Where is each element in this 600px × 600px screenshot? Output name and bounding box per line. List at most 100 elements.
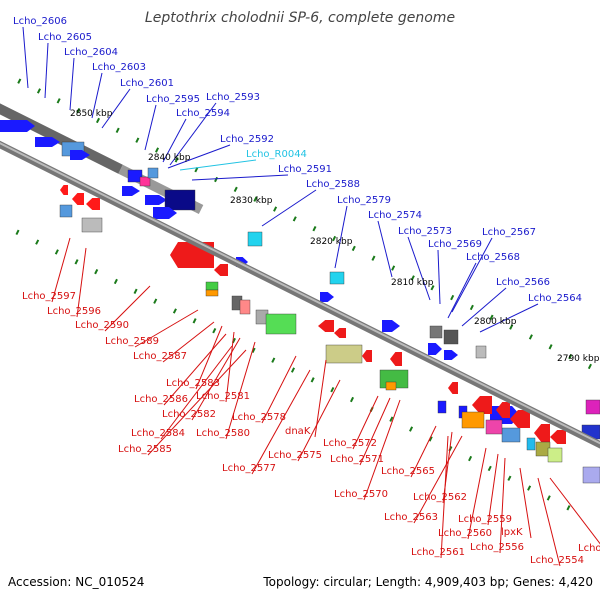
gene-feature (448, 382, 458, 394)
scale-tick (548, 344, 553, 350)
gene-label: Lcho_2601 (120, 78, 174, 89)
scale-tick (468, 455, 473, 462)
scale-tick (527, 485, 532, 491)
scale-tick (349, 396, 355, 403)
gene-feature (526, 437, 536, 451)
scale-tick (507, 475, 512, 481)
gene-feature (534, 424, 550, 442)
genome-stats-text: Topology: circular; Length: 4,909,403 bp… (262, 575, 593, 589)
gene-label: Lcho_2574 (368, 210, 422, 221)
scale-tick (35, 239, 40, 245)
gene-feature (86, 198, 100, 210)
gene-feature (318, 320, 334, 332)
gene-label: lpxK (501, 527, 523, 538)
leader-line (410, 425, 437, 478)
gene-label: Lcho_2579 (337, 195, 391, 206)
gene-label: Lcho_2581 (196, 391, 250, 402)
scale-tick (233, 186, 238, 193)
gene-label: Lcho_2604 (64, 47, 118, 58)
leader-line (413, 435, 463, 524)
scale-tick (428, 436, 433, 442)
gene-label: Lcho_2560 (438, 528, 492, 539)
leader-line (162, 321, 215, 363)
gene-feature (428, 343, 442, 355)
leader-line (134, 309, 199, 348)
leader-line (225, 341, 256, 440)
gene-label: Lcho_2559 (458, 514, 512, 525)
gene-label: Lcho_2592 (220, 134, 274, 145)
scale-tick (371, 255, 376, 261)
scale-tick (251, 347, 256, 354)
scale-tick (36, 88, 41, 94)
gene-label: Lcho_2572 (323, 438, 377, 449)
scale-tick (489, 314, 494, 320)
leader-lines (22, 26, 600, 567)
scale-tick (450, 294, 455, 301)
scale-tick (310, 377, 315, 383)
gene-feature (385, 381, 397, 391)
gene-label: Lcho_2565 (381, 466, 435, 477)
scale-tick (155, 147, 160, 153)
gene-label: Lcho_2587 (133, 351, 187, 362)
gene-label: Lcho_2571 (330, 454, 384, 465)
leader-line (407, 236, 431, 301)
leader-line (261, 189, 317, 227)
scale-tick (76, 107, 81, 114)
leader-line (167, 144, 231, 169)
gene-label: Lcho_2580 (196, 428, 250, 439)
gene-label: Lcho_2556 (470, 542, 524, 553)
leader-line (359, 397, 391, 466)
accession-text: Accession: NC_010524 (8, 575, 144, 589)
gene-label: Lcho_2605 (38, 32, 92, 43)
gene-feature (496, 402, 510, 418)
gene-label: Lcho_2575 (268, 450, 322, 461)
gene-feature (205, 281, 219, 291)
gene-label: Lcho_R0044 (246, 149, 307, 160)
leader-line (334, 205, 348, 269)
gene-label: Lcho_2553 (578, 543, 600, 554)
gene-feature (429, 325, 443, 339)
leader-line (363, 399, 401, 501)
gene-label: Lcho_2596 (47, 306, 101, 317)
leader-line (479, 303, 539, 333)
leader-line (169, 102, 217, 166)
leader-line (76, 247, 87, 318)
leader-line (179, 159, 257, 171)
scale-tick (290, 367, 295, 373)
gene-label: Lcho_2564 (528, 293, 582, 304)
gene-feature (214, 264, 228, 276)
gene-feature (585, 399, 600, 415)
scale-tick (410, 275, 415, 281)
gene-feature (122, 186, 140, 196)
gene-label: Lcho_2582 (162, 409, 216, 420)
leader-line (549, 477, 600, 545)
gene-label: Lcho_2586 (134, 394, 188, 405)
leader-line (251, 369, 311, 475)
gene-label: Lcho_2588 (306, 179, 360, 190)
gene-feature (72, 193, 84, 205)
gene-feature (60, 185, 68, 195)
gene-label: Lcho_2593 (206, 92, 260, 103)
gene-label: Lcho_2561 (411, 547, 465, 558)
leader-line (162, 118, 187, 163)
scale-tick (430, 285, 435, 291)
scale-tick (135, 137, 140, 143)
gene-feature (325, 344, 363, 364)
scale-label: 2800 kbp (474, 317, 517, 327)
gene-feature (582, 466, 600, 484)
gene-label: Lcho_2568 (466, 252, 520, 263)
gene-feature (164, 189, 196, 211)
scale-tick (587, 363, 592, 370)
scale-tick (351, 245, 356, 252)
leader-line (147, 349, 247, 456)
scale-tick (56, 98, 61, 104)
scale-tick (469, 304, 474, 311)
gene-label: Lcho_2603 (92, 62, 146, 73)
gene-label: Lcho_2594 (176, 108, 230, 119)
scale-tick (332, 235, 337, 242)
scale-tick (312, 226, 317, 232)
leader-line (160, 345, 233, 440)
gene-label: Lcho_2570 (334, 489, 388, 500)
